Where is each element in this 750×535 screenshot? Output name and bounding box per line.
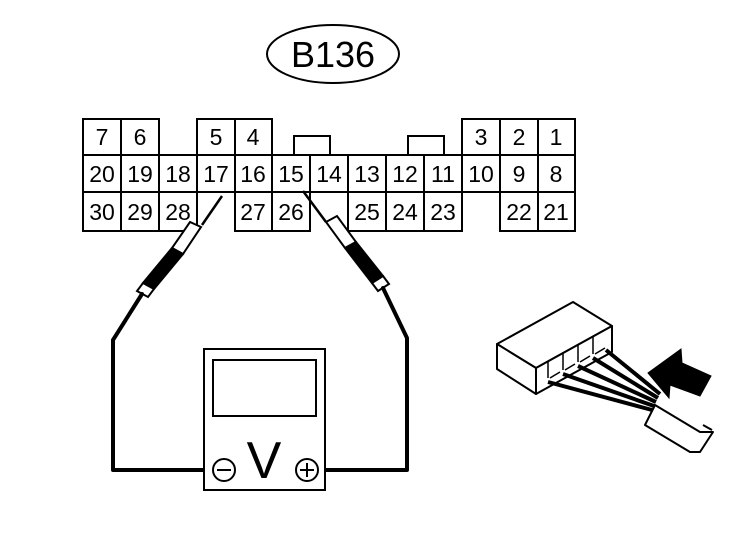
pin-10: 10 bbox=[468, 161, 494, 187]
connector-face bbox=[82, 118, 576, 232]
harness-plug-icon bbox=[496, 301, 714, 453]
pin-18: 18 bbox=[165, 161, 191, 187]
key-tab-left bbox=[293, 135, 331, 155]
pin-19: 19 bbox=[127, 161, 153, 187]
pin-3: 3 bbox=[475, 124, 488, 150]
connector-id-label: B136 bbox=[266, 24, 400, 84]
pin-4: 4 bbox=[247, 124, 260, 150]
pin-6: 6 bbox=[134, 124, 147, 150]
voltmeter: V bbox=[203, 348, 326, 491]
pin-28: 28 bbox=[165, 199, 191, 225]
lead-positive bbox=[318, 286, 409, 472]
pin-24: 24 bbox=[392, 199, 418, 225]
pin-21: 21 bbox=[543, 199, 569, 225]
pin-2: 2 bbox=[513, 124, 526, 150]
pin-20: 20 bbox=[89, 161, 115, 187]
pin-17: 17 bbox=[203, 161, 229, 187]
pin-9: 9 bbox=[513, 161, 526, 187]
meter-display bbox=[212, 359, 317, 417]
pin-15: 15 bbox=[278, 161, 304, 187]
negative-terminal-icon bbox=[212, 458, 236, 482]
pin-23: 23 bbox=[430, 199, 456, 225]
pin-25: 25 bbox=[354, 199, 380, 225]
pin-30: 30 bbox=[89, 199, 115, 225]
probe-positive bbox=[301, 190, 391, 293]
connector-id-text: B136 bbox=[291, 34, 375, 75]
pin-8: 8 bbox=[550, 161, 563, 187]
pin-labels: 7 6 5 4 3 2 1 20 19 18 17 16 15 14 13 12… bbox=[89, 124, 569, 225]
pin-13: 13 bbox=[354, 161, 380, 187]
meter-unit: V bbox=[247, 432, 282, 490]
test-leads bbox=[111, 286, 409, 472]
pin-12: 12 bbox=[392, 161, 418, 187]
positive-terminal-icon bbox=[295, 458, 319, 482]
pin-26: 26 bbox=[278, 199, 304, 225]
key-tab-right bbox=[407, 135, 445, 155]
pin-7: 7 bbox=[96, 124, 109, 150]
probe-negative bbox=[135, 195, 224, 299]
pin-22: 22 bbox=[506, 199, 532, 225]
pin-1: 1 bbox=[550, 124, 563, 150]
lead-negative bbox=[111, 292, 215, 472]
pin-27: 27 bbox=[240, 199, 266, 225]
pin-11: 11 bbox=[431, 161, 455, 187]
pin-29: 29 bbox=[127, 199, 153, 225]
pin-5: 5 bbox=[210, 124, 223, 150]
test-probe-icon bbox=[135, 190, 391, 299]
pin-16: 16 bbox=[240, 161, 266, 187]
insertion-arrow-icon bbox=[647, 348, 712, 400]
pin-14: 14 bbox=[316, 161, 342, 187]
